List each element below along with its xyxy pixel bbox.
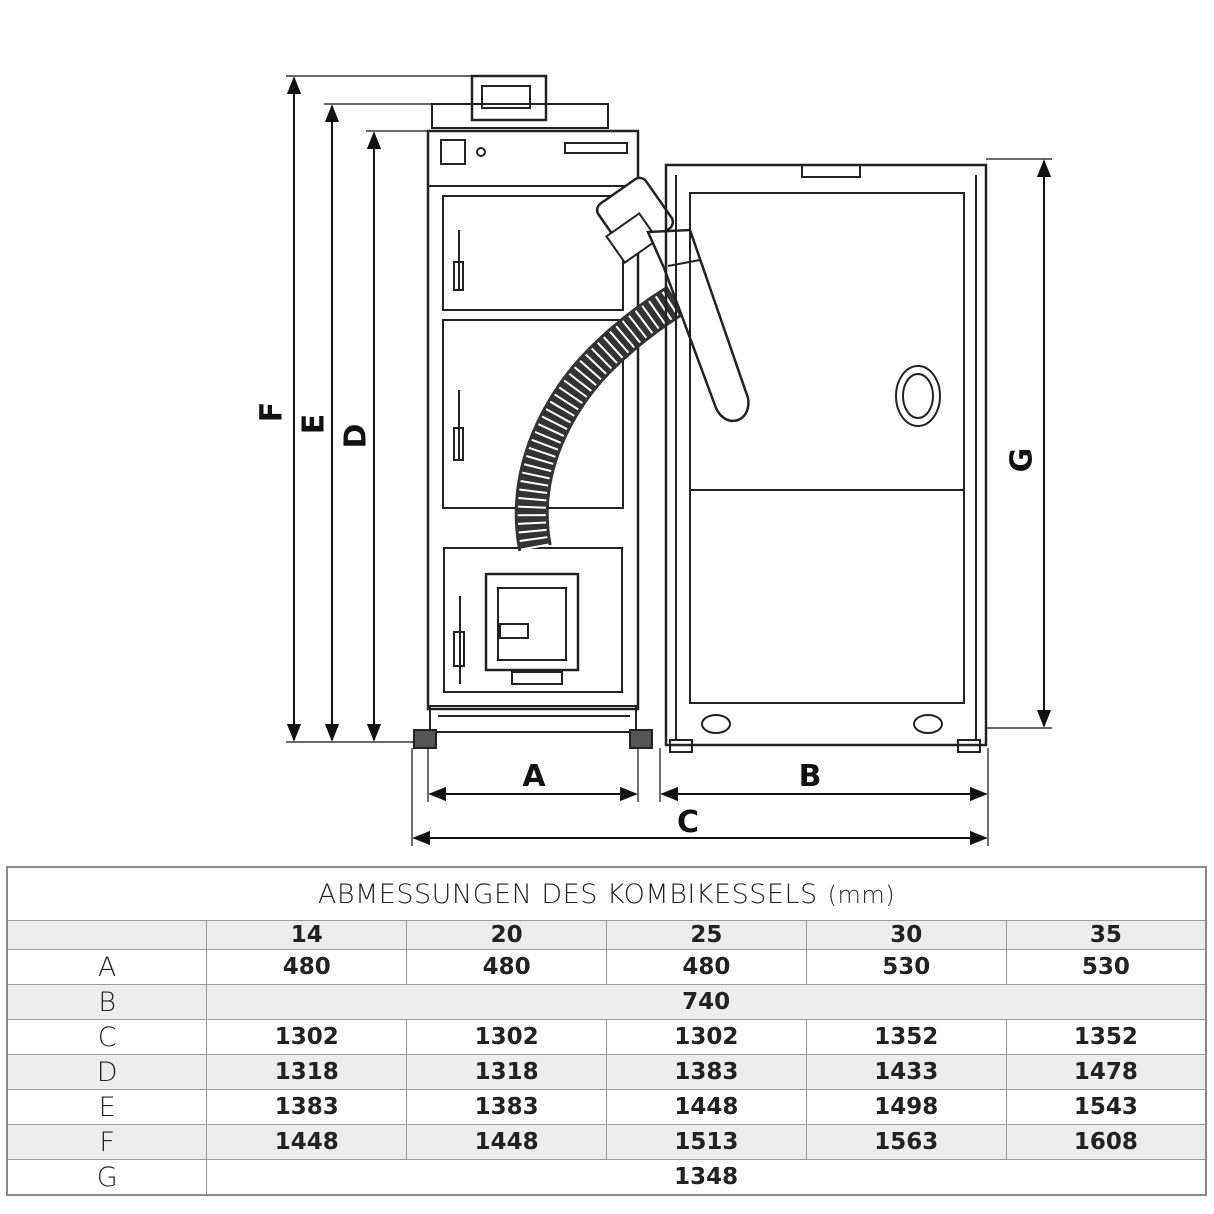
brand-plate bbox=[564, 142, 628, 154]
model-header: 30 bbox=[805, 919, 1007, 951]
row-label: A bbox=[6, 949, 208, 986]
controller-box bbox=[470, 74, 548, 122]
table-cell: 1302 bbox=[206, 1019, 408, 1056]
boiler-foot-left bbox=[413, 729, 437, 749]
row-label: C bbox=[6, 1019, 208, 1056]
flexible-hose bbox=[514, 285, 686, 552]
boiler-body bbox=[426, 129, 640, 711]
row-label: D bbox=[6, 1054, 208, 1091]
table-row: F 1448 1448 1513 1563 1608 bbox=[6, 1124, 1207, 1160]
boiler-dimension-drawing: F E D G A B C bbox=[255, 74, 1052, 846]
table-cell: 480 bbox=[406, 949, 607, 986]
tank-lid-handle bbox=[801, 164, 861, 178]
dim-label-a: A bbox=[522, 759, 546, 794]
upper-door bbox=[442, 195, 624, 311]
table-cell: 1318 bbox=[406, 1054, 607, 1091]
table-cell: 480 bbox=[605, 949, 807, 986]
model-header: 35 bbox=[1005, 919, 1207, 951]
table-cell: 1543 bbox=[1005, 1089, 1207, 1126]
tank-front-panel bbox=[689, 192, 965, 704]
table-cell: 1448 bbox=[406, 1124, 607, 1160]
control-knob bbox=[476, 147, 486, 157]
row-label: E bbox=[6, 1089, 208, 1126]
table-cell: 530 bbox=[805, 949, 1007, 986]
table-cell: 1352 bbox=[805, 1019, 1007, 1056]
dim-label-c: C bbox=[677, 805, 699, 840]
control-panel-square bbox=[440, 139, 466, 165]
table-cell: 1448 bbox=[605, 1089, 807, 1126]
model-header: 20 bbox=[406, 919, 607, 951]
dim-label-g: G bbox=[1005, 448, 1040, 473]
table-title: ABMESSUNGEN DES KOMBIKESSELS (mm) bbox=[6, 866, 1207, 921]
row-label: G bbox=[6, 1159, 208, 1196]
pellet-feeder bbox=[514, 176, 750, 552]
row-label: F bbox=[6, 1124, 208, 1160]
table-row: B 740 bbox=[6, 984, 1207, 1021]
table-cell: 1433 bbox=[805, 1054, 1007, 1091]
boiler-base bbox=[429, 705, 637, 733]
auger-tube bbox=[646, 228, 750, 423]
table-cell: 1498 bbox=[805, 1089, 1007, 1126]
table-cell: 1513 bbox=[605, 1124, 807, 1160]
table-cell: 1302 bbox=[605, 1019, 807, 1056]
dimensions-table-wrapper: ABMESSUNGEN DES KOMBIKESSELS (mm) 14 20 2… bbox=[6, 866, 1207, 1196]
table-cell: 1352 bbox=[1005, 1019, 1207, 1056]
table-row: G 1348 bbox=[6, 1159, 1207, 1196]
table-cell-merged: 740 bbox=[206, 984, 1207, 1021]
dimensions-table: ABMESSUNGEN DES KOMBIKESSELS (mm) 14 20 2… bbox=[6, 866, 1207, 1196]
boiler-unit bbox=[413, 74, 653, 749]
table-cell: 1563 bbox=[805, 1124, 1007, 1160]
table-header-row: 14 20 25 30 35 bbox=[6, 919, 1207, 951]
table-cell: 1383 bbox=[605, 1054, 807, 1091]
tank-opening-right bbox=[913, 714, 943, 734]
dim-label-e: E bbox=[297, 414, 332, 435]
table-row: E 1383 1383 1448 1498 1543 bbox=[6, 1089, 1207, 1126]
table-cell: 1448 bbox=[206, 1124, 408, 1160]
row-label: B bbox=[6, 984, 208, 1021]
model-header: 25 bbox=[605, 919, 807, 951]
dim-label-b: B bbox=[799, 759, 822, 794]
table-cell: 1478 bbox=[1005, 1054, 1207, 1091]
tank-frame bbox=[664, 163, 988, 747]
top-cover bbox=[431, 103, 609, 129]
dimension-lines bbox=[286, 75, 1052, 846]
dim-label-f: F bbox=[255, 402, 290, 423]
table-cell: 1608 bbox=[1005, 1124, 1207, 1160]
table-title-row: ABMESSUNGEN DES KOMBIKESSELS (mm) bbox=[6, 866, 1207, 921]
pellet-tank bbox=[664, 163, 988, 753]
tank-opening-left bbox=[701, 714, 731, 734]
header-corner-cell bbox=[6, 919, 208, 951]
table-cell: 1302 bbox=[406, 1019, 607, 1056]
table-unit: (mm) bbox=[827, 880, 896, 909]
table-cell: 1383 bbox=[206, 1089, 408, 1126]
burner bbox=[484, 572, 580, 672]
table-row: A 480 480 480 530 530 bbox=[6, 949, 1207, 986]
table-title-text: ABMESSUNGEN DES KOMBIKESSELS bbox=[317, 878, 818, 910]
table-cell-merged: 1348 bbox=[206, 1159, 1207, 1196]
table-cell: 1383 bbox=[406, 1089, 607, 1126]
table-cell: 480 bbox=[206, 949, 408, 986]
boiler-foot-right bbox=[629, 729, 653, 749]
table-row: D 1318 1318 1383 1433 1478 bbox=[6, 1054, 1207, 1091]
table-cell: 1318 bbox=[206, 1054, 408, 1091]
cable-coil bbox=[895, 365, 941, 427]
model-header: 14 bbox=[206, 919, 408, 951]
table-cell: 530 bbox=[1005, 949, 1207, 986]
table-row: C 1302 1302 1302 1352 1352 bbox=[6, 1019, 1207, 1056]
dim-label-d: D bbox=[339, 424, 374, 449]
controller-screen bbox=[481, 85, 531, 109]
